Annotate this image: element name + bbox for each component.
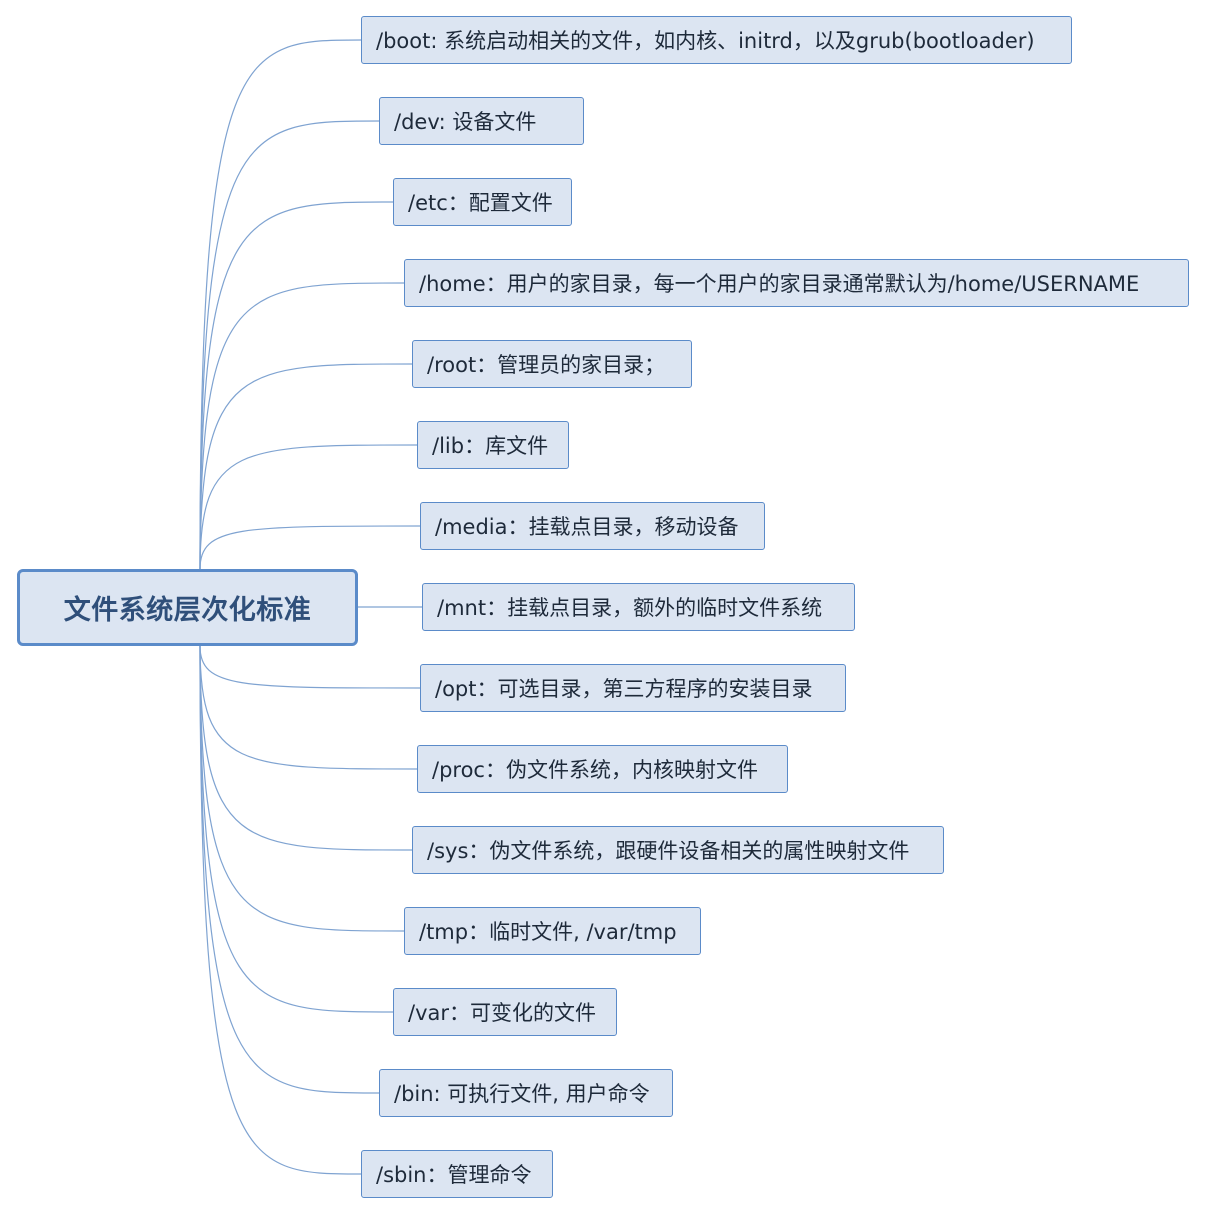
node-root[interactable]: /root：管理员的家目录； — [412, 340, 692, 388]
connector-line — [199, 201, 394, 570]
connector-line — [199, 120, 380, 570]
connector-line — [199, 282, 405, 570]
connector-line — [199, 645, 413, 851]
connector-line — [199, 645, 418, 770]
node-media[interactable]: /media：挂载点目录，移动设备 — [420, 502, 765, 550]
node-proc[interactable]: /proc：伪文件系统，内核映射文件 — [417, 745, 788, 793]
node-dev[interactable]: /dev: 设备文件 — [379, 97, 584, 145]
connector-line — [199, 645, 405, 932]
connector-line — [199, 645, 380, 1094]
node-var[interactable]: /var：可变化的文件 — [393, 988, 617, 1036]
connector-line — [199, 363, 413, 570]
node-home[interactable]: /home：用户的家目录，每一个用户的家目录通常默认为/home/USERNAM… — [404, 259, 1189, 307]
connector-line — [199, 39, 362, 570]
node-tmp[interactable]: /tmp：临时文件, /var/tmp — [404, 907, 701, 955]
connector-line — [199, 645, 421, 689]
node-lib[interactable]: /lib：库文件 — [417, 421, 569, 469]
node-etc[interactable]: /etc：配置文件 — [393, 178, 572, 226]
connector-line — [199, 645, 394, 1013]
node-opt[interactable]: /opt：可选目录，第三方程序的安装目录 — [420, 664, 846, 712]
root-node[interactable]: 文件系统层次化标准 — [17, 569, 358, 646]
node-boot[interactable]: /boot: 系统启动相关的文件，如内核、initrd，以及grub(bootl… — [361, 16, 1072, 64]
connector-line — [199, 444, 418, 570]
connector-line — [199, 645, 362, 1175]
node-sbin[interactable]: /sbin：管理命令 — [361, 1150, 553, 1198]
node-sys[interactable]: /sys：伪文件系统，跟硬件设备相关的属性映射文件 — [412, 826, 944, 874]
connector-line — [199, 525, 421, 570]
node-bin[interactable]: /bin: 可执行文件, 用户命令 — [379, 1069, 673, 1117]
node-mnt[interactable]: /mnt：挂载点目录，额外的临时文件系统 — [422, 583, 855, 631]
